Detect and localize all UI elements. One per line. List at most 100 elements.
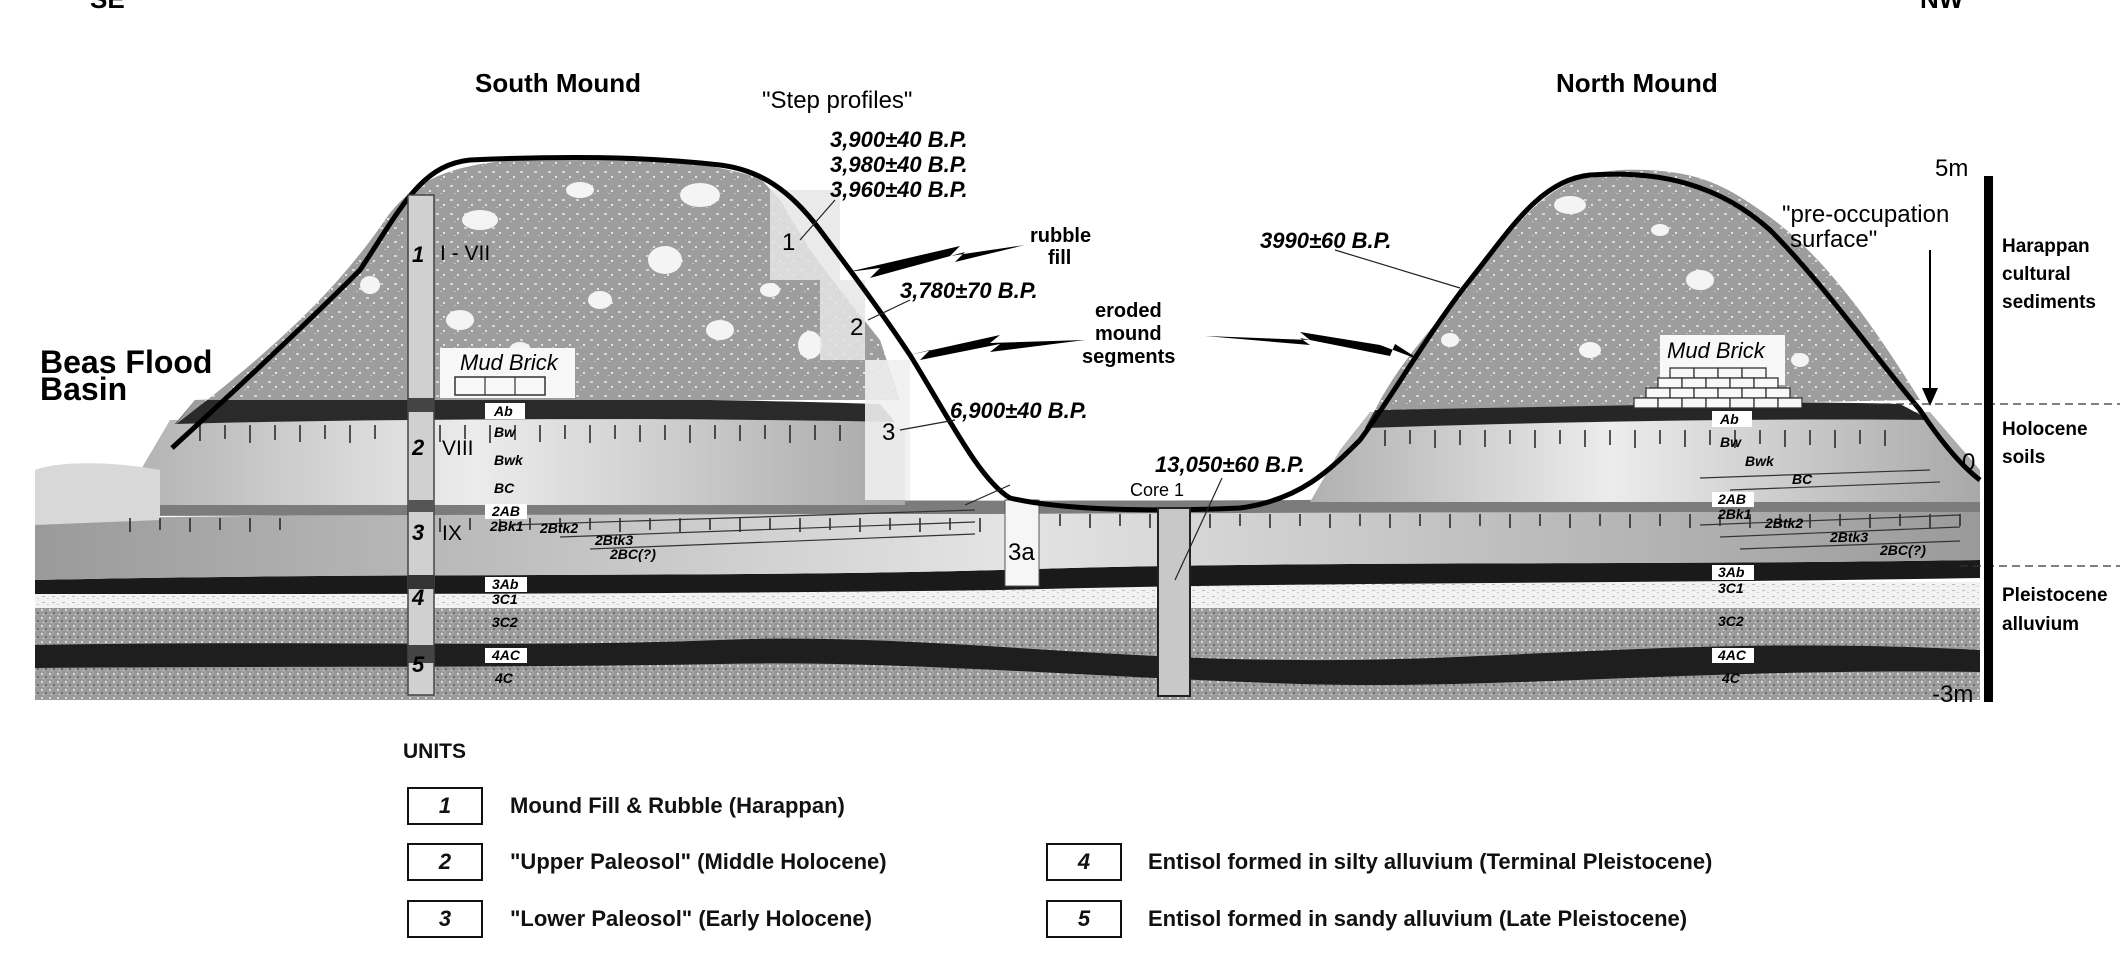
svg-text:cultural: cultural	[2002, 264, 2071, 285]
geology-layers	[35, 157, 1980, 700]
scale-tick-5m: 5m	[1935, 155, 1968, 182]
date-core: 13,050±60 B.P.	[1155, 452, 1305, 477]
south-mud-brick-label: Mud Brick	[460, 350, 559, 375]
svg-text:sediments: sediments	[2002, 292, 2096, 313]
north-mud-brick-label: Mud Brick	[1667, 338, 1766, 363]
root-traces	[129, 425, 1961, 532]
radiocarbon-dates: 3,900±40 B.P. 3,980±40 B.P. 3,960±40 B.P…	[830, 127, 1392, 477]
column-unit-1: 1	[412, 242, 424, 267]
south-ab-band	[175, 397, 895, 424]
eroded-label-2: mound	[1095, 323, 1162, 345]
north-rubble-patches	[1441, 196, 1809, 367]
svg-text:BC: BC	[1792, 471, 1813, 487]
core-1-label: Core 1	[1130, 480, 1184, 500]
north-mound-title: North Mound	[1556, 68, 1718, 98]
column-unit-3: 3	[412, 520, 424, 545]
rubble-fill-label-1: rubble	[1030, 225, 1091, 247]
column-unit-4: 4	[411, 585, 424, 610]
step-number-3: 3	[882, 419, 895, 446]
svg-text:Bw: Bw	[1720, 434, 1742, 450]
column-roman-2: VIII	[442, 437, 474, 460]
svg-text:Ab: Ab	[1719, 411, 1739, 427]
corner-label-se: SE	[90, 0, 125, 14]
core-1-column	[1157, 507, 1191, 697]
legend-box-1: 1	[407, 787, 483, 825]
svg-text:2AB: 2AB	[491, 503, 520, 519]
legend-label-5: Entisol formed in sandy alluvium (Late P…	[1148, 906, 1688, 931]
eroded-label-3: segments	[1082, 346, 1175, 368]
scale-zone-labels: Harappan cultural sediments Holocene soi…	[2002, 236, 2108, 635]
north-ab-band	[1365, 402, 1930, 428]
horizon-labels-north: Ab Bw Bwk BC 2AB 2Bk1 2Btk2 2Btk3 2BC(?)…	[1712, 411, 1926, 686]
step-profile-box-2	[820, 280, 865, 360]
beas-basin-lobe	[35, 463, 160, 525]
legend-box-5: 5	[1046, 900, 1122, 938]
svg-text:2Bk1: 2Bk1	[1717, 506, 1752, 522]
south-mud-brick	[440, 348, 575, 398]
svg-text:2Btk2: 2Btk2	[1764, 515, 1803, 531]
svg-text:3Ab: 3Ab	[1718, 564, 1745, 580]
horizon-lines	[509, 469, 1961, 550]
svg-text:2Btk3: 2Btk3	[1829, 529, 1868, 545]
svg-text:2AB: 2AB	[1717, 491, 1746, 507]
eroded-label-1: eroded	[1095, 300, 1162, 322]
legend-label-3: "Lower Paleosol" (Early Holocene)	[510, 906, 872, 931]
scale-tick-0: 0	[1962, 449, 1975, 476]
svg-text:3C1: 3C1	[1718, 580, 1744, 596]
column-unit-2: 2	[411, 435, 425, 460]
legend-label-1: Mound Fill & Rubble (Harappan)	[510, 793, 845, 818]
svg-text:4C: 4C	[1721, 670, 1741, 686]
preocc-arrowhead	[1922, 388, 1938, 406]
south-mound-fill	[175, 157, 900, 425]
svg-text:3C1: 3C1	[492, 591, 518, 607]
svg-text:Pleistocene: Pleistocene	[2002, 585, 2108, 606]
svg-text:alluvium: alluvium	[2002, 614, 2079, 635]
svg-text:4C: 4C	[494, 670, 514, 686]
horizon-labels-south: Ab Bw Bwk BC 2AB 2Bk1 2Btk2 2Btk3 2BC(?)…	[485, 403, 656, 686]
column-unit-5: 5	[412, 652, 425, 677]
beas-label-2: Basin	[40, 371, 127, 407]
svg-text:BC: BC	[494, 480, 515, 496]
stratigraphic-column: 1 2 3 4 5 I - VII VIII IX	[407, 194, 490, 696]
rubble-fill-label-2: fill	[1048, 247, 1071, 269]
north-upper-paleosol	[1310, 412, 1980, 502]
legend-box-3: 3	[407, 900, 483, 938]
legend-title: UNITS	[403, 740, 466, 763]
step-number-3a: 3a	[1008, 539, 1035, 566]
corner-label-nw: NW	[1920, 0, 1964, 14]
date-s4: 3,780±70 B.P.	[900, 278, 1038, 303]
svg-text:Bw: Bw	[494, 424, 516, 440]
svg-text:Bwk: Bwk	[1745, 453, 1775, 469]
preocc-label-1: "pre-occupation	[1782, 201, 1949, 228]
leader-lines	[799, 199, 1461, 581]
zigzag-arrows	[848, 245, 1420, 360]
scale-bar	[1984, 176, 1993, 702]
step-number-1: 1	[782, 229, 795, 256]
south-mound-title: South Mound	[475, 68, 641, 98]
date-s1: 3,900±40 B.P.	[830, 127, 968, 152]
north-mud-brick	[1633, 335, 1803, 409]
svg-text:2Btk3: 2Btk3	[594, 532, 633, 548]
date-s3: 3,960±40 B.P.	[830, 177, 968, 202]
step-profiles-label: "Step profiles"	[762, 87, 912, 114]
date-north: 3990±60 B.P.	[1260, 228, 1392, 253]
svg-text:4AC: 4AC	[1717, 647, 1747, 663]
date-s2: 3,980±40 B.P.	[830, 152, 968, 177]
beas-label-1: Beas Flood	[40, 344, 212, 380]
svg-text:2BC(?): 2BC(?)	[609, 546, 656, 562]
svg-text:2Bk1: 2Bk1	[489, 518, 524, 534]
svg-text:3C2: 3C2	[492, 614, 518, 630]
svg-text:Holocene: Holocene	[2002, 419, 2088, 440]
svg-text:Ab: Ab	[493, 403, 513, 419]
date-s5: 6,900±40 B.P.	[950, 398, 1088, 423]
svg-text:3C2: 3C2	[1718, 613, 1744, 629]
svg-text:4AC: 4AC	[491, 647, 521, 663]
legend-box-2: 2	[407, 843, 483, 881]
svg-text:Harappan: Harappan	[2002, 236, 2090, 257]
svg-text:Bwk: Bwk	[494, 452, 524, 468]
column-roman-1: I - VII	[440, 242, 490, 265]
svg-text:soils: soils	[2002, 447, 2045, 468]
legend-label-2: "Upper Paleosol" (Middle Holocene)	[510, 849, 887, 874]
scale-tick-minus3: -3m	[1932, 681, 1973, 708]
